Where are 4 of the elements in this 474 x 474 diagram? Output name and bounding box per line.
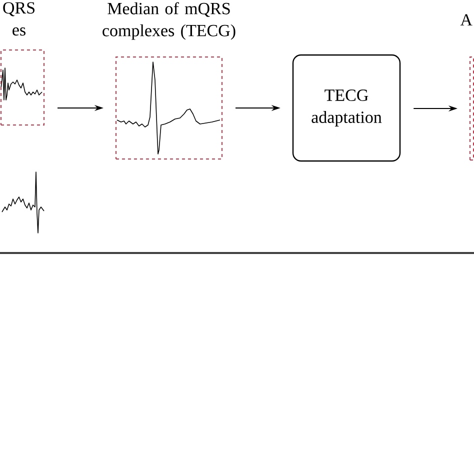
heading: A bbox=[460, 14, 472, 26]
process-box: TECG adaptation bbox=[292, 54, 401, 162]
heading: Median of mQRS complexes (TECG) bbox=[102, 2, 236, 40]
heading: QRS es bbox=[3, 2, 34, 36]
